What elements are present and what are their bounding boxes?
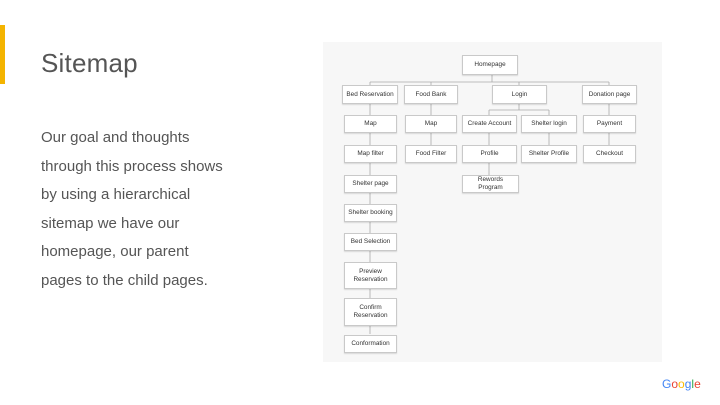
node-label: Shelter booking: [348, 209, 393, 216]
sitemap-node-shelter-booking: Shelter booking: [344, 204, 397, 222]
sitemap-node-donation-page: Donation page: [582, 85, 637, 104]
sitemap-node-login: Login: [492, 85, 547, 104]
node-label: Bed Reservation: [346, 90, 394, 98]
google-logo: Google: [662, 377, 701, 391]
logo-letter: g: [684, 377, 692, 391]
node-label: Donation page: [588, 90, 631, 98]
node-label: Payment: [596, 120, 623, 127]
sitemap-node-food-map: Map: [405, 115, 457, 133]
node-label: Profile: [480, 150, 499, 157]
sitemap-diagram: Homepage Bed Reservation Food Bank Login…: [323, 42, 662, 362]
slide-body-text: Our goal and thoughts through this proce…: [41, 124, 281, 296]
sitemap-node-checkout: Checkout: [583, 145, 636, 163]
sitemap-node-food-filter: Food Filter: [405, 145, 457, 163]
node-label: Create Account: [467, 120, 512, 127]
node-label: Map filter: [357, 150, 384, 157]
logo-letter: e: [694, 377, 701, 391]
node-label: Reservation: [353, 312, 388, 319]
logo-letter: o: [678, 377, 685, 391]
body-line: homepage, our parent: [41, 243, 189, 261]
sitemap-node-create-account: Create Account: [462, 115, 517, 133]
logo-letter: G: [662, 377, 672, 391]
logo-letter: o: [671, 377, 679, 391]
sitemap-node-preview-reservation: Preview Reservation: [344, 262, 397, 289]
sitemap-node-homepage: Homepage: [462, 55, 518, 75]
node-label: Reservation: [353, 275, 388, 283]
node-label: Bed Selection: [350, 238, 391, 245]
sitemap-node-payment: Payment: [583, 115, 636, 133]
sitemap-node-confirm-reservation: Confirm Reservation: [344, 298, 397, 326]
node-label: Checkout: [596, 150, 623, 157]
node-label: Food Filter: [415, 150, 447, 157]
body-line: pages to the child pages.: [41, 271, 208, 289]
sitemap-node-conformation: Conformation: [344, 335, 397, 353]
node-label: Conformation: [351, 340, 390, 347]
sitemap-node-rewards-program: Rewords Program: [462, 175, 519, 193]
node-label: Login: [511, 90, 528, 98]
node-label: Homepage: [474, 61, 506, 68]
body-line: through this process shows: [41, 157, 223, 175]
node-label: Food Bank: [415, 90, 447, 98]
logo-letter: l: [691, 377, 695, 391]
sitemap-node-bed-map: Map: [344, 115, 397, 133]
node-label: Shelter page: [352, 180, 389, 187]
sitemap-node-map-filter: Map filter: [344, 145, 397, 163]
body-line: by using a hierarchical: [41, 186, 191, 204]
node-label: Preview: [359, 267, 382, 275]
node-label: Map: [364, 120, 377, 127]
sitemap-node-shelter-login: Shelter login: [521, 115, 577, 133]
sitemap-node-shelter-page: Shelter page: [344, 175, 397, 193]
sitemap-node-bed-selection: Bed Selection: [344, 233, 397, 251]
node-label: Map: [424, 120, 438, 127]
sitemap-node-food-bank: Food Bank: [404, 85, 458, 104]
accent-bar: [0, 25, 5, 84]
body-line: sitemap we have our: [41, 214, 180, 232]
node-label: Rewords Program: [477, 176, 504, 191]
sitemap-node-shelter-profile: Shelter Profile: [521, 145, 577, 163]
body-line: Our goal and thoughts: [41, 129, 190, 146]
node-label: Shelter Profile: [528, 150, 570, 157]
slide-title: Sitemap: [41, 48, 138, 78]
node-label: Confirm: [359, 304, 382, 311]
sitemap-node-bed-reservation: Bed Reservation: [342, 85, 398, 104]
sitemap-node-profile: Profile: [462, 145, 517, 163]
node-label: Shelter login: [531, 120, 567, 127]
